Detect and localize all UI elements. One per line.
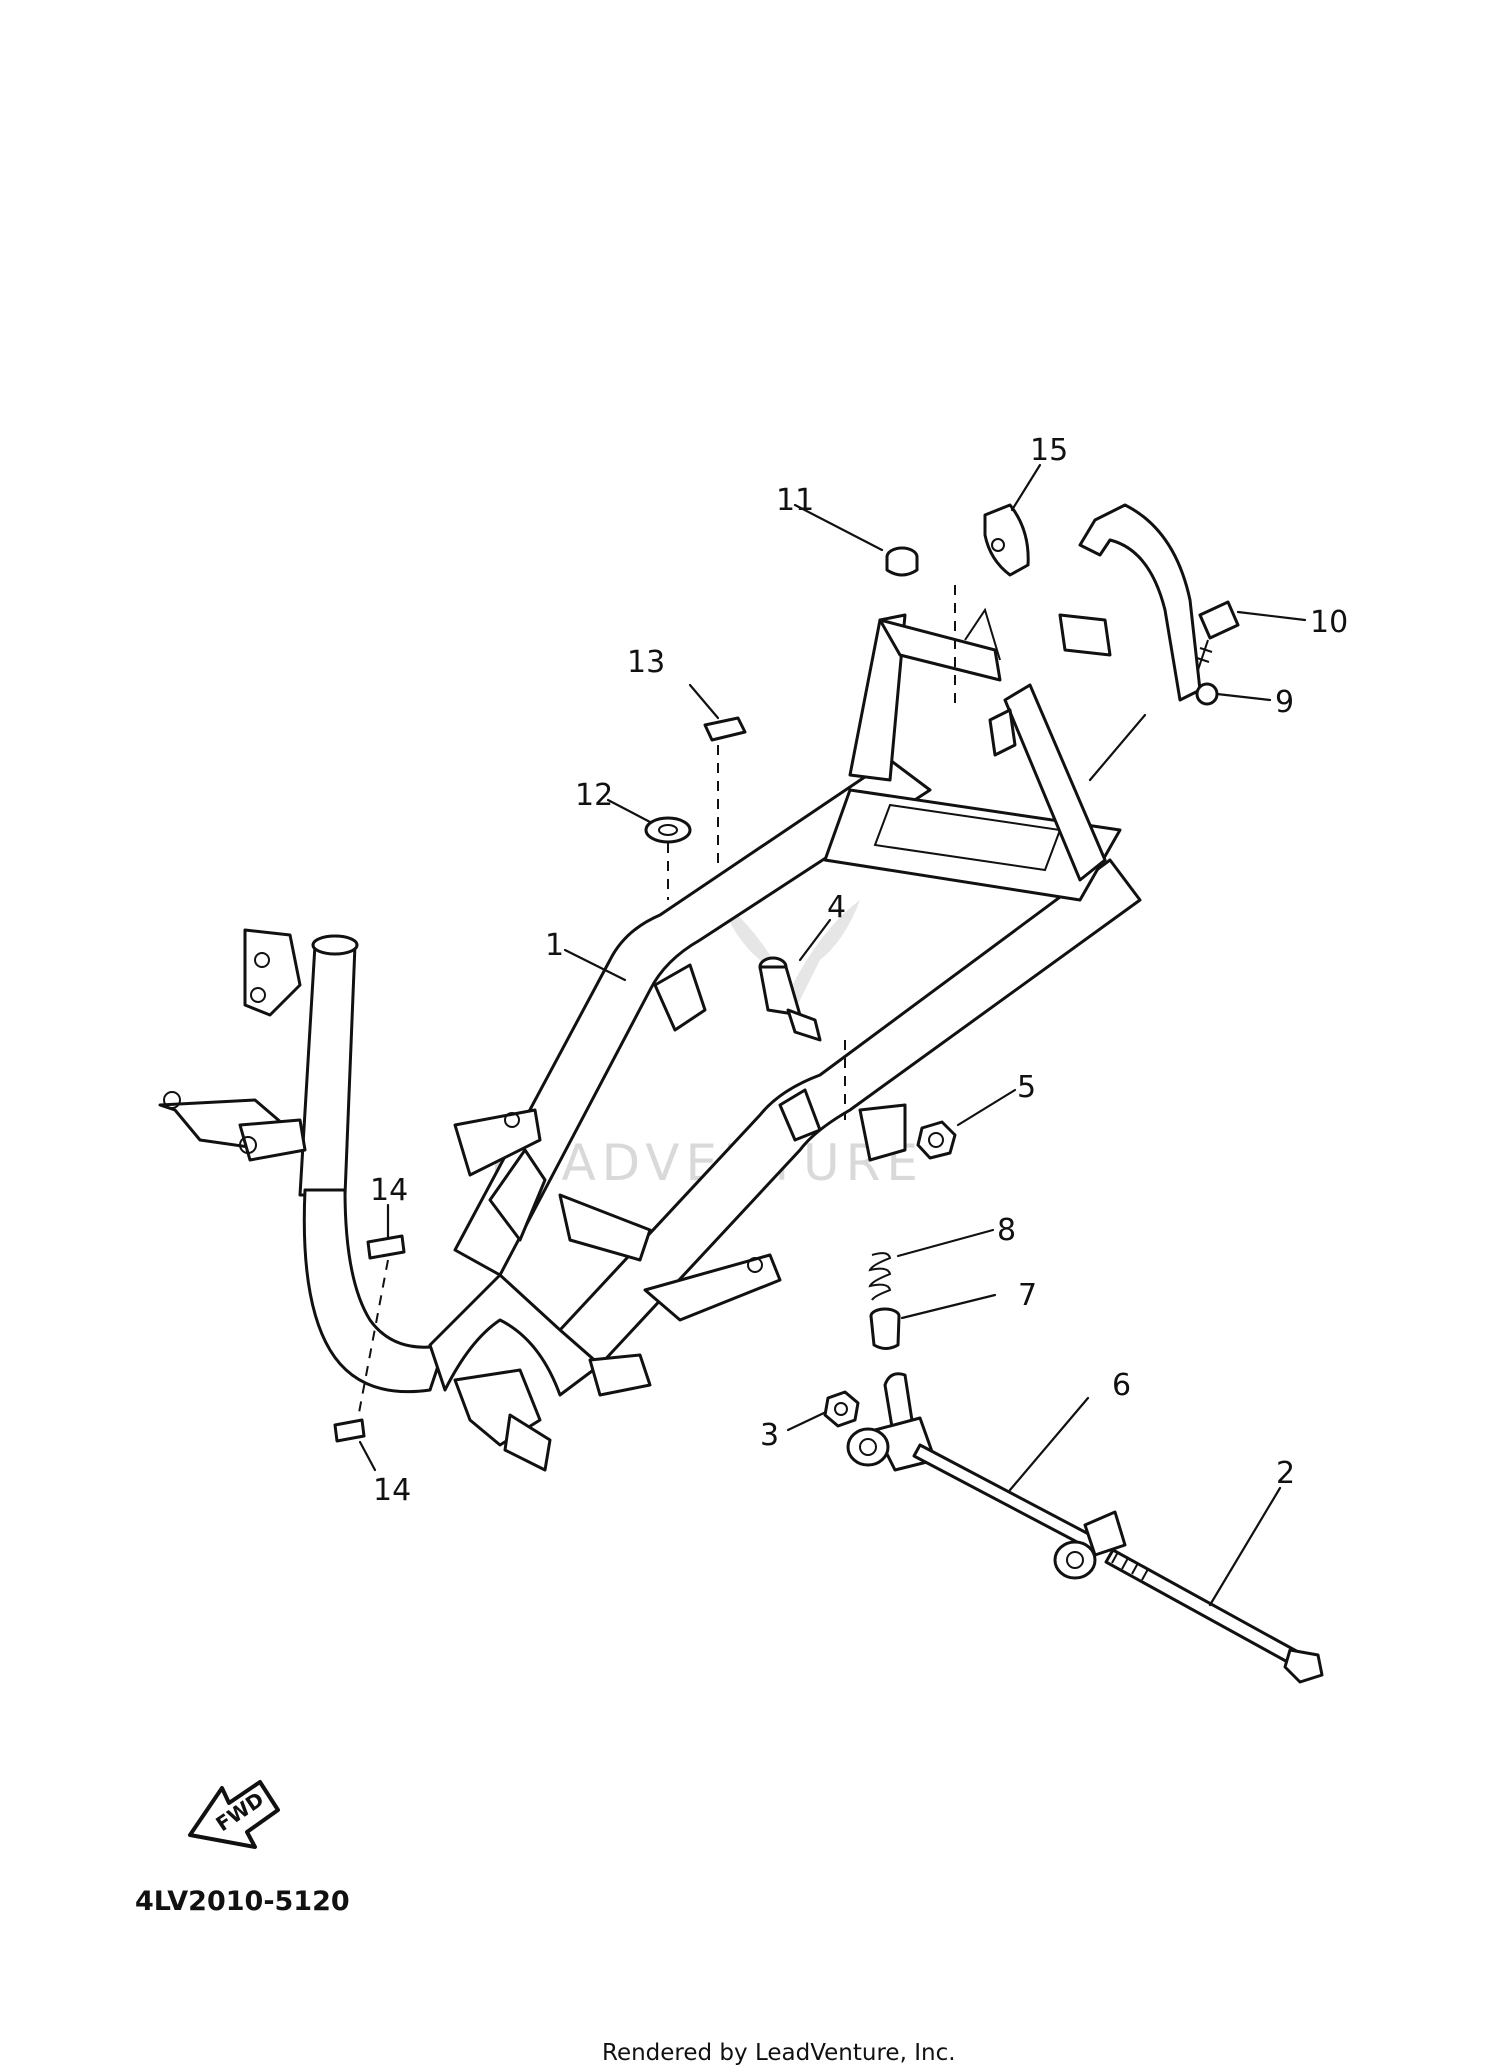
spring-8 bbox=[868, 1252, 892, 1301]
callout-5: 5 bbox=[1017, 1070, 1036, 1105]
callout-3: 3 bbox=[760, 1418, 779, 1453]
callout-14-upper: 14 bbox=[370, 1173, 408, 1208]
diagram-code: 4LV2010-5120 bbox=[135, 1886, 350, 1917]
bolt-2 bbox=[1104, 1548, 1324, 1684]
leader-lines bbox=[357, 463, 1307, 1607]
callout-7: 7 bbox=[1018, 1278, 1037, 1313]
callout-11: 11 bbox=[776, 483, 814, 518]
callout-8: 8 bbox=[997, 1213, 1016, 1248]
engine-bracket-6 bbox=[846, 1372, 1127, 1580]
callout-6: 6 bbox=[1112, 1368, 1131, 1403]
bolt-10 bbox=[1196, 600, 1240, 671]
fwd-arrow: FWD bbox=[188, 1780, 280, 1849]
nut-5 bbox=[916, 1120, 957, 1160]
callout-12: 12 bbox=[575, 778, 613, 813]
pad-13 bbox=[703, 716, 747, 742]
callout-2: 2 bbox=[1276, 1456, 1295, 1491]
damper-15 bbox=[983, 503, 1030, 577]
rear-bracket bbox=[1058, 503, 1219, 706]
clamp-14-lower bbox=[333, 1418, 366, 1443]
callout-1: 1 bbox=[545, 928, 564, 963]
callout-4: 4 bbox=[827, 890, 846, 925]
callout-14-lower: 14 bbox=[373, 1473, 411, 1508]
clamp-14-upper bbox=[366, 1234, 406, 1260]
main-frame bbox=[158, 607, 1142, 1472]
shaft-4 bbox=[758, 956, 822, 1042]
callout-15: 15 bbox=[1030, 433, 1068, 468]
callout-13: 13 bbox=[627, 645, 665, 680]
callout-10: 10 bbox=[1310, 605, 1348, 640]
nut-11 bbox=[885, 546, 919, 577]
collar-7 bbox=[869, 1307, 901, 1350]
nut-3 bbox=[823, 1390, 860, 1428]
footer-text: Rendered by LeadVenture, Inc. bbox=[602, 2040, 956, 2066]
callout-9: 9 bbox=[1275, 685, 1294, 720]
collar-12 bbox=[644, 816, 692, 844]
callouts: 11 15 10 9 13 12 1 4 5 8 7 6 3 2 14 14 bbox=[370, 433, 1348, 1508]
